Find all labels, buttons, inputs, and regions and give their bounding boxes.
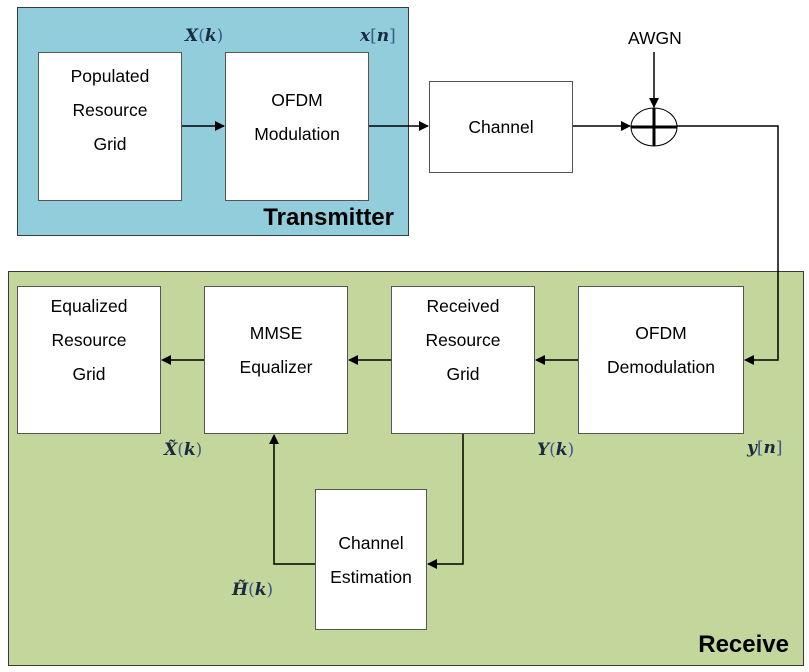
block-label: MMSE <box>249 323 303 343</box>
transmitter-title: Transmitter <box>263 204 394 231</box>
block-label: Grid <box>72 364 106 384</box>
signal-label-X-k: X(k) <box>185 26 224 46</box>
awgn-label: AWGN <box>628 28 682 48</box>
block-label: Resource <box>72 100 148 120</box>
ofdm-modulation-block: OFDM Modulation <box>225 52 369 201</box>
signal-label-x-n: x[n] <box>360 26 396 46</box>
signal-label-Hhat-k: H̃(k) <box>232 580 274 600</box>
signal-label-y-n: y[n] <box>747 438 783 458</box>
block-label: Estimation <box>330 566 412 587</box>
block-label: Populated <box>70 66 150 86</box>
block-label: Resource <box>51 330 127 350</box>
block-label: Grid <box>93 134 127 154</box>
block-label: Equalizer <box>239 357 313 377</box>
channel-estimation-block: Channel Estimation <box>315 489 427 630</box>
block-label: Grid <box>446 364 480 384</box>
block-label: Resource <box>425 330 501 350</box>
block-label: Demodulation <box>607 357 715 377</box>
block-label: Channel <box>468 117 534 137</box>
block-label: OFDM <box>271 89 323 110</box>
populated-resource-grid-block: Populated Resource Grid <box>38 52 182 201</box>
block-label: Received <box>426 296 500 316</box>
block-label: OFDM <box>635 323 687 343</box>
signal-label-Xhat-k: X̃(k) <box>164 440 203 460</box>
block-label: Equalized <box>50 296 128 316</box>
received-resource-grid-block: Received Resource Grid <box>391 286 535 434</box>
channel-block: Channel <box>429 81 573 173</box>
receiver-title: Receive <box>698 631 789 658</box>
equalized-resource-grid-block: Equalized Resource Grid <box>17 286 161 434</box>
ofdm-demodulation-block: OFDM Demodulation <box>578 286 744 434</box>
block-label: Modulation <box>254 123 340 144</box>
signal-label-Y-k: Y(k) <box>537 440 575 460</box>
block-label: Channel <box>338 532 404 553</box>
mmse-equalizer-block: MMSE Equalizer <box>204 286 348 434</box>
summing-junction-icon <box>630 107 678 147</box>
